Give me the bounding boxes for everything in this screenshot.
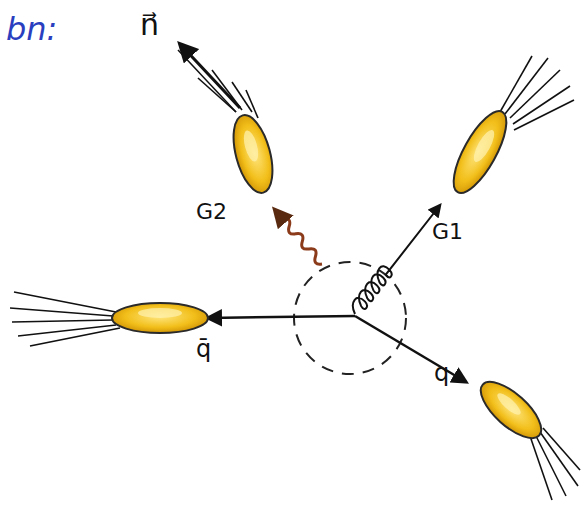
jet-highlight xyxy=(241,129,261,163)
jet-blob xyxy=(112,303,208,333)
quark-line xyxy=(355,316,466,382)
particle-label: G2 xyxy=(196,200,227,224)
particle-label: q xyxy=(434,360,449,386)
jet-spray xyxy=(10,292,120,346)
antiquark-line xyxy=(208,316,355,318)
gluon-line xyxy=(348,200,444,318)
jet-blob xyxy=(444,104,517,200)
direction-arrow xyxy=(178,50,236,112)
particle-label: q̄ xyxy=(196,336,211,362)
particle-label: G1 xyxy=(432,220,463,244)
jet-blob xyxy=(226,111,280,197)
interaction-region xyxy=(294,262,406,374)
jet-spray xyxy=(500,56,574,130)
handwritten-note: bn: xyxy=(6,12,57,47)
jet-highlight xyxy=(470,127,498,164)
jet-blob xyxy=(472,373,550,448)
vector-label: n⃗ xyxy=(140,8,159,41)
jet-spray xyxy=(530,428,580,500)
jet-highlight xyxy=(138,308,182,318)
direction-arrow xyxy=(180,44,240,108)
boson-line xyxy=(272,207,325,267)
jet-highlight xyxy=(495,390,524,418)
